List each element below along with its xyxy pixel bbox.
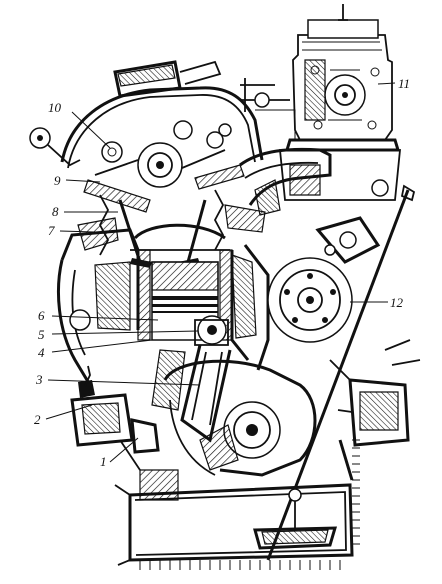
callout-7: 7: [48, 223, 55, 238]
callout-5: 5: [38, 327, 45, 342]
valve-cover: [60, 60, 264, 169]
callout-labels: 1 2 3 4 5 6 7 8 9 10 11 12: [34, 76, 410, 469]
callout-1: 1: [100, 454, 107, 469]
callout-6: 6: [38, 308, 45, 323]
camshaft: [94, 120, 226, 188]
cylinder-block: [57, 228, 270, 386]
oil-sump: [114, 439, 360, 570]
callout-12: 12: [390, 295, 404, 310]
fuel-pump: [329, 339, 421, 481]
callout-2: 2: [34, 412, 41, 427]
combustion-chamber: [130, 223, 230, 251]
connecting-rod: [151, 344, 232, 443]
mount-bracket: [29, 127, 81, 167]
intake-manifold: [239, 147, 332, 216]
pulley-assembly: [267, 216, 381, 343]
callout-9: 9: [54, 173, 61, 188]
piston: [151, 261, 229, 346]
callout-4: 4: [38, 345, 45, 360]
callout-8: 8: [52, 204, 59, 219]
callout-10: 10: [48, 100, 62, 115]
leader-lines: [45, 82, 396, 463]
callout-11: 11: [398, 76, 410, 91]
crankshaft: [163, 359, 317, 477]
callout-3: 3: [35, 372, 43, 387]
carburetor: [240, 4, 401, 201]
rocker-arms: [83, 123, 245, 256]
